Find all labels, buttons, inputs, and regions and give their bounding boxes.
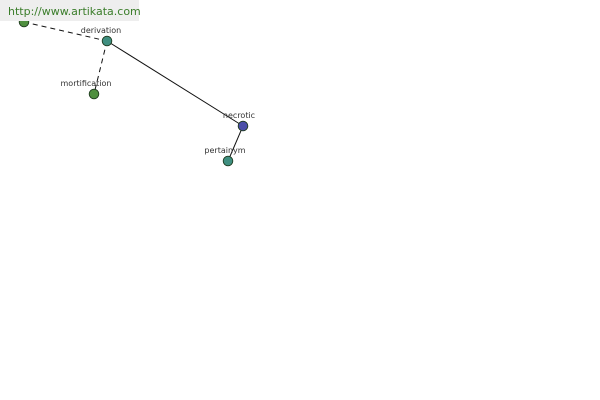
node-pertainym[interactable]: pertainym <box>204 146 246 167</box>
node-circle-pertainym[interactable] <box>222 155 234 167</box>
url-bar: http://www.artikata.com <box>0 0 141 21</box>
node-layer: derivation mortification necrotic pertainym <box>18 16 255 167</box>
url-link[interactable]: http://www.artikata.com <box>8 5 141 18</box>
node-circle-derivation[interactable] <box>101 35 113 47</box>
edge-layer <box>23 21 244 162</box>
node-mortification[interactable]: mortification <box>61 79 112 100</box>
edge-derivation-mortification <box>93 40 108 95</box>
node-label-pertainym[interactable]: pertainym <box>204 146 245 155</box>
node-necrotic[interactable]: necrotic <box>223 111 255 132</box>
node-circle-necrotic[interactable] <box>237 120 249 132</box>
node-circle-mortification[interactable] <box>88 88 100 100</box>
node-label-necrotic[interactable]: necrotic <box>223 111 255 120</box>
node-derivation[interactable]: derivation <box>81 26 121 47</box>
edge-necrotic-pertainym <box>227 125 244 162</box>
node-label-derivation[interactable]: derivation <box>81 26 121 35</box>
edge-derivation-necrotic <box>106 40 244 127</box>
node-label-mortification[interactable]: mortification <box>61 79 112 88</box>
